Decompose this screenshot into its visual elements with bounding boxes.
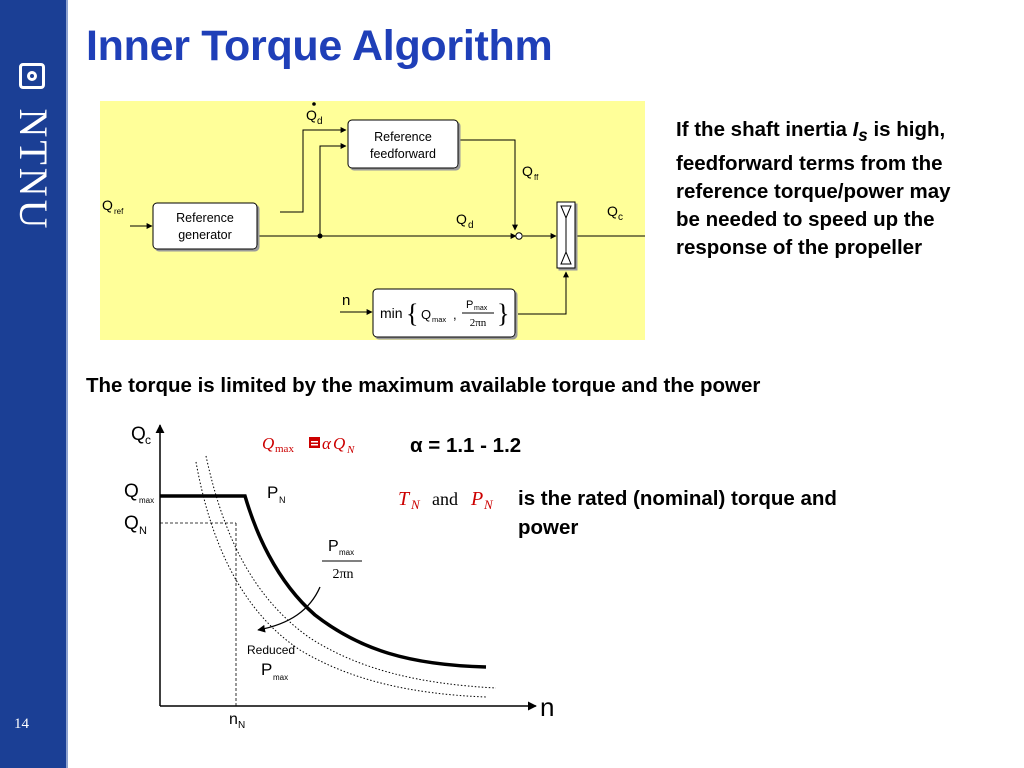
- rated-p-sub: N: [483, 497, 494, 512]
- formula-alpha-glyph: α: [322, 434, 332, 453]
- power-curve-upper: [205, 455, 497, 689]
- signal-qd-sub: d: [468, 220, 474, 231]
- inertia-note-part1: If the shaft inertia: [676, 118, 853, 141]
- pmax-num: P: [328, 538, 339, 555]
- reference-feedforward-block: Reference feedforward: [347, 119, 459, 169]
- power-curve-lower: [195, 461, 487, 698]
- signal-qref-sub: ref: [114, 207, 124, 216]
- inertia-symbol-sub: s: [858, 126, 868, 146]
- block-diagram: Reference feedforward Reference generato…: [100, 101, 645, 340]
- y-axis-label: Q: [131, 424, 146, 445]
- limiter-den: 2πn: [470, 317, 487, 329]
- qn-label-sub: N: [139, 525, 147, 537]
- rated-p: P: [470, 488, 483, 510]
- qmax-label: Q: [124, 481, 139, 502]
- signal-qd-dot: Q: [306, 107, 317, 123]
- signal-qff-sub: ff: [534, 173, 539, 182]
- y-axis-label-sub: c: [145, 433, 151, 447]
- limiter-comma: ,: [453, 307, 457, 322]
- slide-title: Inner Torque Algorithm: [86, 22, 553, 70]
- qmax-formula: Q max α Q N: [262, 434, 355, 456]
- pn-label-sub: N: [279, 495, 286, 505]
- torque-limit-note: The torque is limited by the maximum ava…: [86, 374, 761, 397]
- x-axis-label: n: [540, 692, 554, 722]
- inertia-note: If the shaft inertia Is is high, feedfor…: [676, 116, 976, 262]
- signal-qref: Q: [102, 197, 113, 213]
- signal-qd: Q: [456, 211, 467, 227]
- limiter-q: Q: [421, 307, 431, 322]
- signal-qd-dot-sub: d: [317, 116, 323, 127]
- generator-label-2: generator: [178, 228, 232, 242]
- signal-qc-sub: c: [618, 212, 623, 223]
- reference-generator-block: Reference generator: [152, 202, 258, 250]
- rated-t: T: [398, 488, 411, 510]
- limiter-block: min { Q max , P max 2πn }: [372, 288, 516, 338]
- limiter-num: P: [466, 299, 473, 311]
- generator-label-1: Reference: [176, 211, 234, 225]
- page-number: 14: [14, 716, 29, 732]
- pmax-num-sub: max: [339, 548, 354, 557]
- sidebar: [0, 0, 66, 768]
- rated-note: is the rated (nominal) torque and power: [518, 487, 837, 539]
- rated-and: and: [432, 489, 458, 509]
- formula-rest: Q: [333, 434, 345, 453]
- limiter-min: min: [380, 305, 403, 321]
- nn-label: n: [229, 711, 238, 728]
- formula-rest-sub: N: [346, 444, 355, 456]
- formula-q-sub: max: [275, 443, 294, 455]
- qmax-label-sub: max: [139, 496, 154, 505]
- summing-node: [515, 232, 523, 240]
- qn-label: Q: [124, 513, 139, 534]
- rated-t-sub: N: [410, 497, 421, 512]
- signal-qff: Q: [522, 163, 533, 179]
- reduced-label: Reduced: [247, 643, 295, 657]
- torque-limit-curve: [160, 494, 487, 669]
- torque-plot: Q c n Q max Q N P N P max 2πn Reduced P …: [124, 424, 554, 731]
- reduced-arrow: [257, 586, 321, 633]
- ntnu-logo-icon: [19, 63, 45, 89]
- feedforward-label-1: Reference: [374, 130, 432, 144]
- limiter-num-sub: max: [474, 305, 488, 312]
- reduced-p: P: [261, 660, 272, 679]
- feedforward-label-2: feedforward: [370, 147, 436, 161]
- limiter-q-sub: max: [432, 315, 446, 324]
- junction-dot: [317, 233, 323, 239]
- inertia-symbol: I: [852, 118, 859, 141]
- limiter-left-brace: {: [406, 299, 418, 328]
- formula-q: Q: [262, 434, 274, 453]
- pn-label: P: [267, 483, 278, 502]
- derivative-dot: [312, 102, 316, 106]
- pmax-den: 2πn: [332, 567, 353, 582]
- signal-qc: Q: [607, 203, 618, 219]
- reduced-p-sub: max: [273, 673, 288, 682]
- alpha-note: α = 1.1 - 1.2: [410, 434, 522, 457]
- signal-n: n: [342, 292, 350, 309]
- nn-label-sub: N: [238, 720, 245, 731]
- limiter-right-brace: }: [497, 299, 509, 328]
- inertia-note-part2: is high, feedforward terms from the refe…: [676, 118, 951, 260]
- saturation-block: [556, 201, 576, 269]
- rated-formula: T N and P N: [398, 488, 494, 512]
- sidebar-divider: [66, 0, 68, 768]
